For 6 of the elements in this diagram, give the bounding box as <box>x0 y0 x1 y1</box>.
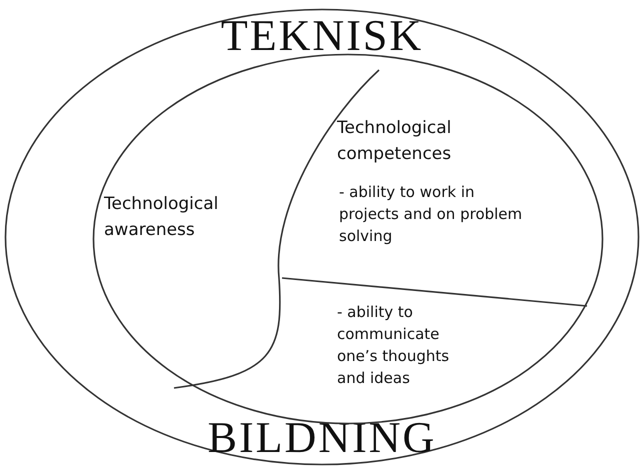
region-heading: Technological competences <box>337 117 452 166</box>
ring-title: TEKNISK <box>220 10 424 61</box>
ring-title: BILDNING <box>206 412 438 463</box>
region-heading: Technological awareness <box>104 193 220 242</box>
bullet-text: - ability to work in projects and on problem solving <box>338 182 524 247</box>
bullet-text: - ability to communicate one’s thoughts and ideas <box>336 302 450 389</box>
